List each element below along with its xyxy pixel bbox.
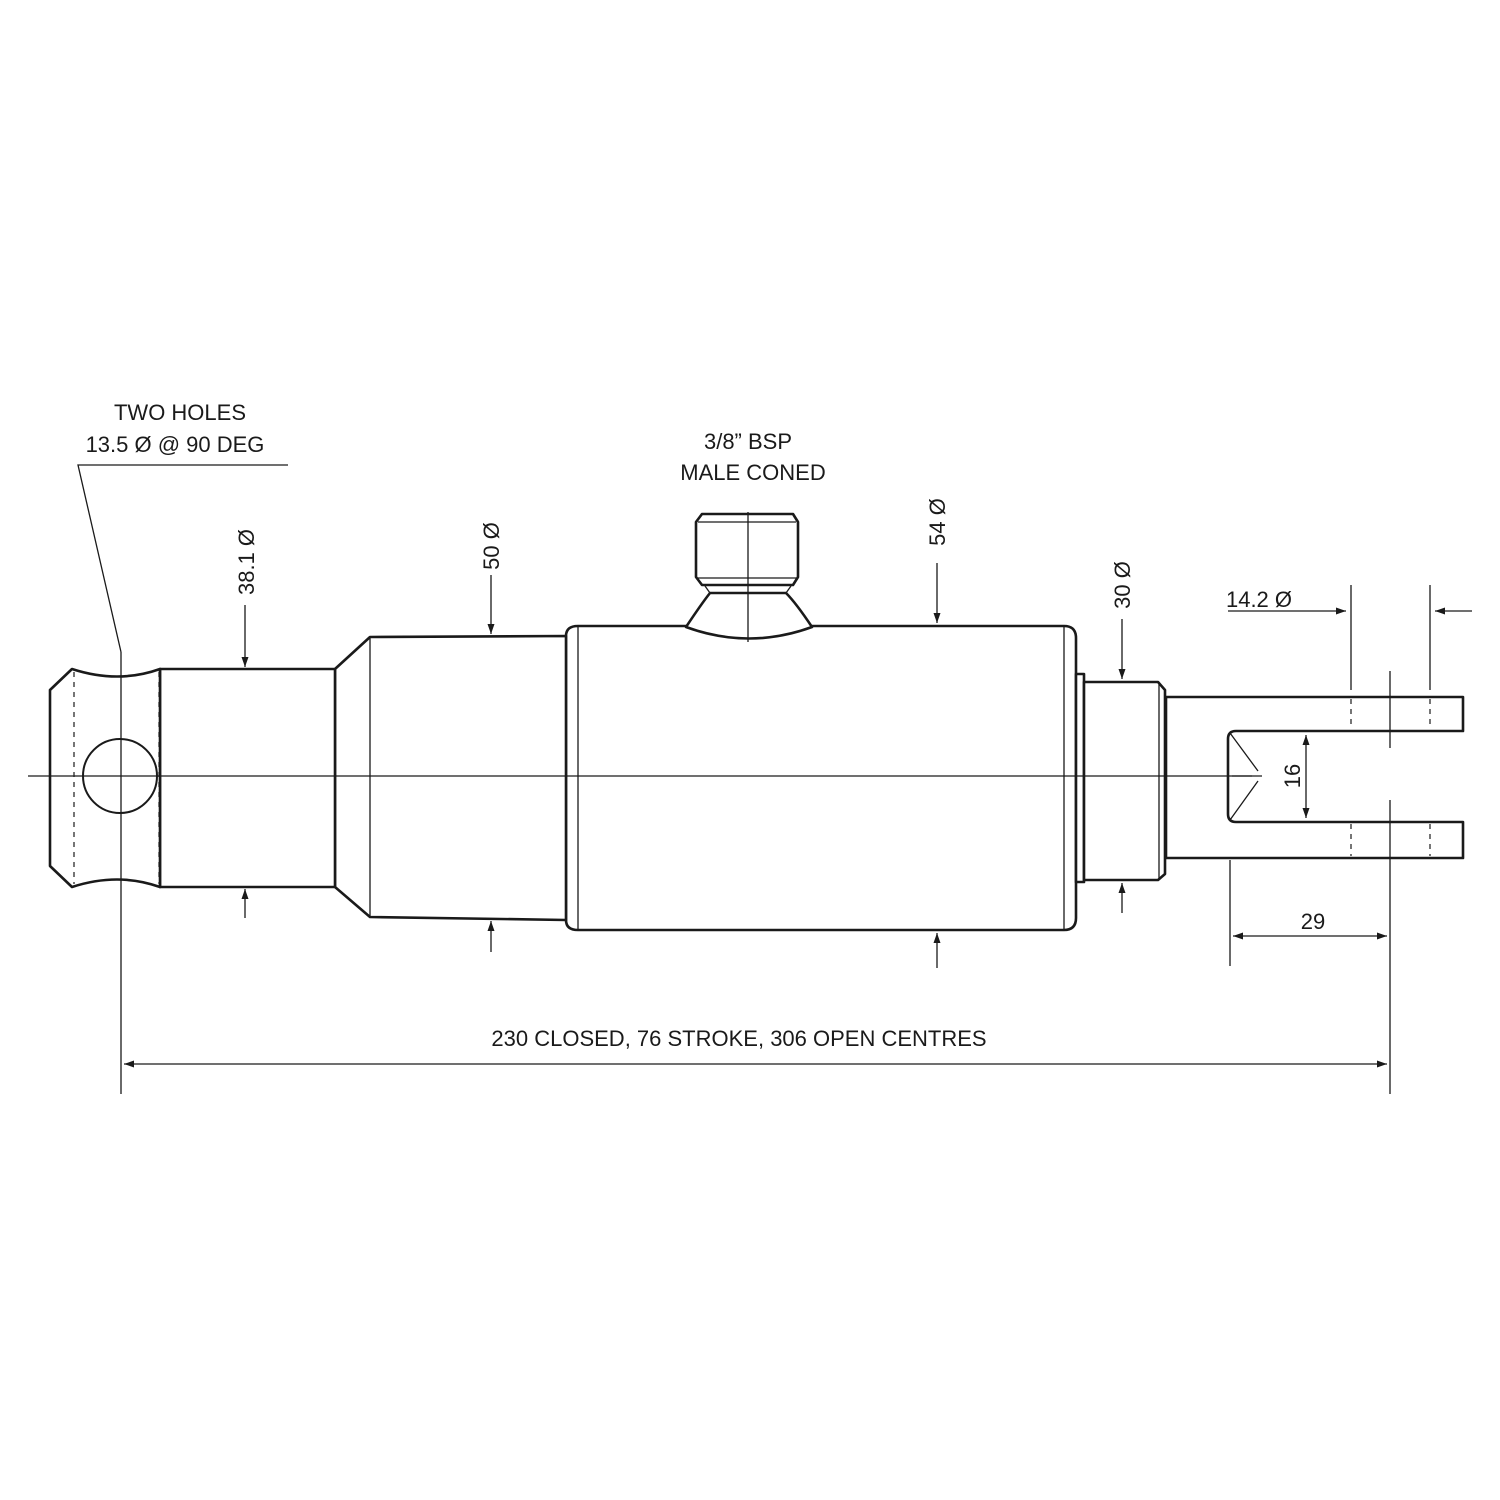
rod-end-eye [48, 667, 162, 889]
port-boss [684, 591, 814, 640]
clevis-pin-diameter-label: 14.2 Ø [1226, 587, 1292, 612]
clevis-gap-label: 16 [1280, 764, 1305, 788]
port-label-line2: MALE CONED [680, 460, 825, 485]
overall-length-label: 230 CLOSED, 76 STROKE, 306 OPEN CENTRES [491, 1026, 986, 1051]
port-fitting [694, 512, 800, 587]
clevis-depth-label: 29 [1301, 909, 1325, 934]
rod-diameter-label: 38.1 Ø [234, 529, 259, 595]
main-barrel [564, 624, 1078, 932]
clevis [1164, 695, 1465, 860]
barrel-small-diameter-label: 50 Ø [479, 522, 504, 570]
port-neck-left [704, 585, 711, 594]
port-neck-right [785, 585, 792, 594]
gland-flange [1074, 672, 1086, 884]
holes-label-line1: TWO HOLES [114, 400, 246, 425]
clevis-slot-chamfer-top [1229, 732, 1259, 772]
clevis-slot-chamfer-bottom [1229, 780, 1259, 821]
barrel-large-diameter-label: 54 Ø [925, 498, 950, 546]
port-label-line1: 3/8” BSP [704, 429, 792, 454]
holes-label-line2: 13.5 Ø @ 90 DEG [86, 432, 265, 457]
gland [1082, 680, 1167, 882]
holes-leader [77, 464, 288, 653]
rod [158, 667, 337, 889]
gland-diameter-label: 30 Ø [1110, 561, 1135, 609]
